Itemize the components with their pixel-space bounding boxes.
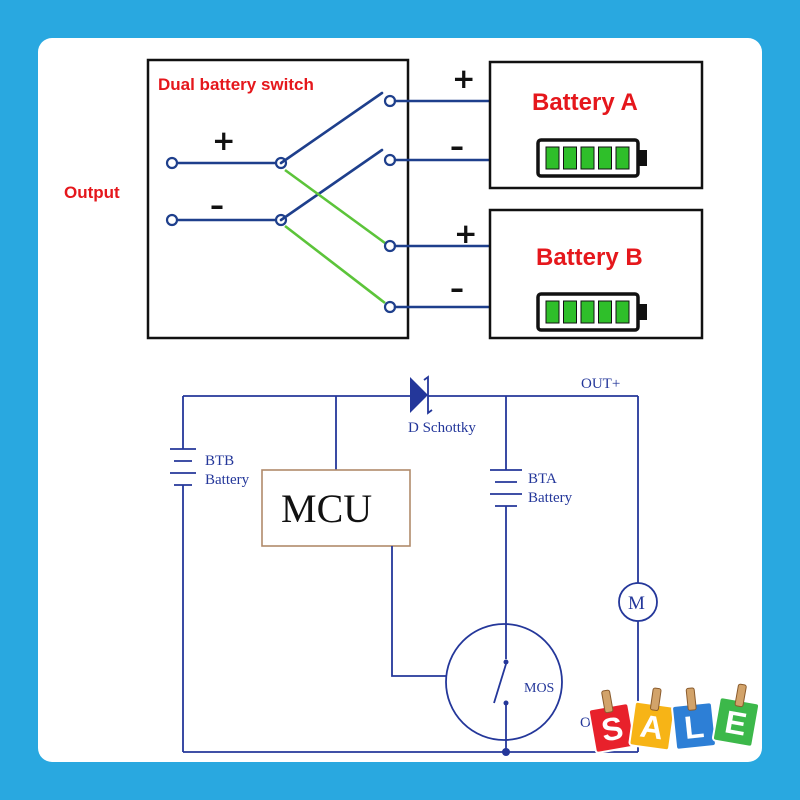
battery-a-icon <box>536 138 647 178</box>
sale-pin-l <box>685 687 697 711</box>
schottky-diode <box>410 377 428 413</box>
out-plus-label: OUT+ <box>581 376 620 392</box>
circuit-schematic: D Schottky OUT+ BTB Battery MCU BTA Batt… <box>170 375 658 756</box>
mcu-label: MCU <box>281 486 372 531</box>
battery-b-icon <box>536 292 647 332</box>
output-minus-terminal <box>165 213 179 227</box>
schottky-diode-bar <box>423 375 433 415</box>
motor-label: M <box>628 593 645 614</box>
switch-terminal-a-plus <box>383 94 397 108</box>
ground-junction <box>502 748 510 756</box>
sale-tag-l: L <box>671 687 717 751</box>
sale-pin-a <box>650 687 662 711</box>
out-minus-label: O <box>580 715 591 731</box>
switch-terminal-b-plus <box>383 239 397 253</box>
battery-b-cell <box>563 300 577 324</box>
output-plus-terminal <box>165 156 179 170</box>
battery-b-cell <box>615 300 630 324</box>
switch-terminal-b-minus <box>383 300 397 314</box>
btb-label: BTB <box>205 453 234 469</box>
battery-a-cell <box>545 146 560 170</box>
mcu-box <box>261 469 411 547</box>
alt-contact-minus <box>284 224 386 305</box>
battery-b-cell <box>545 300 560 324</box>
switch-title: Dual battery switch <box>158 75 314 94</box>
battery-b-plus-sign: + <box>454 217 477 250</box>
sale-tag-e: E <box>711 683 761 748</box>
battery-a-minus-sign: – <box>450 130 464 163</box>
battery-a-cell <box>563 146 577 170</box>
btb-sub-label: Battery <box>205 472 250 488</box>
mos-contact-top <box>503 659 509 665</box>
sale-letter-a: A <box>638 708 666 747</box>
sale-letter-l: L <box>683 708 706 746</box>
sale-tag-s: S <box>587 689 637 754</box>
battery-a-plus-sign: + <box>452 62 475 95</box>
battery-a-label: Battery A <box>532 89 638 116</box>
switch-terminal-a-minus <box>383 153 397 167</box>
sale-tag-a: A <box>628 687 676 752</box>
alt-contact-plus <box>284 168 386 245</box>
bta-sub-label: Battery <box>528 490 573 506</box>
battery-b-cells <box>545 300 630 324</box>
mos-contact-bottom <box>503 700 509 706</box>
sale-pin-s <box>601 689 614 714</box>
battery-b-label: Battery B <box>536 244 643 271</box>
battery-a-nub <box>638 150 647 166</box>
mos-label: MOS <box>524 681 554 696</box>
output-label: Output <box>64 183 120 202</box>
mos-switch-blade <box>493 663 507 704</box>
output-minus-sign: – <box>210 189 224 222</box>
output-plus-sign: + <box>212 124 235 157</box>
bta-label: BTA <box>528 471 557 487</box>
battery-a-cells <box>545 146 630 170</box>
sale-pin-e <box>734 683 747 708</box>
mos-circle <box>445 623 563 741</box>
battery-a-cell <box>580 146 595 170</box>
mcu-gate-wire <box>391 546 447 677</box>
battery-a-cell <box>615 146 630 170</box>
switch-blade-plus <box>279 91 384 165</box>
switch-blade-minus <box>279 148 384 222</box>
battery-b-cell <box>580 300 595 324</box>
diode-label: D Schottky <box>408 420 476 436</box>
battery-b-cell <box>598 300 612 324</box>
sale-badge: S A L E <box>587 683 761 754</box>
battery-b-minus-sign: – <box>450 272 464 305</box>
battery-b-nub <box>638 304 647 320</box>
battery-a-cell <box>598 146 612 170</box>
